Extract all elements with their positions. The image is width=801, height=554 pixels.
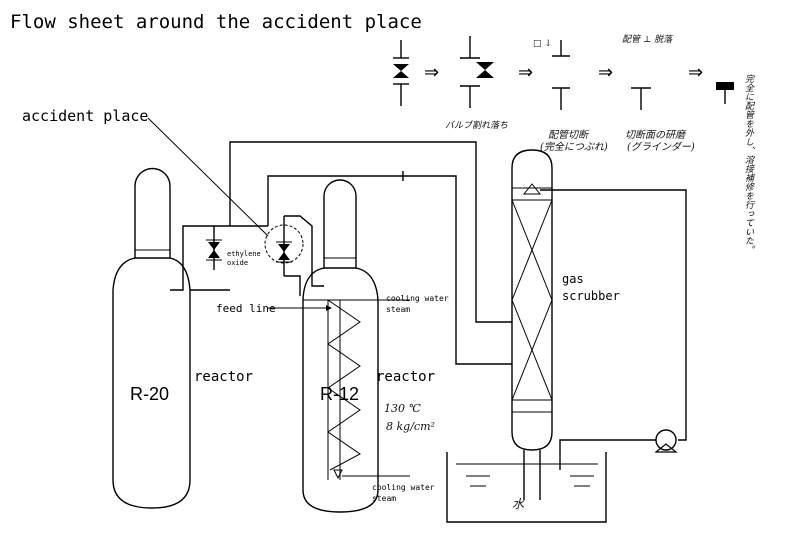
water-tank: 水 [446,452,607,523]
gas-scrubber [511,149,553,451]
valve-step-5 [716,82,734,104]
arrow-2: ⇒ [518,62,533,82]
step4-top: 配管 ⊥ 脱落 [622,34,674,45]
ethylene-oxide-line: ethylene oxide [170,225,268,291]
tank-water-label: 水 [512,497,525,511]
valve-step-3: □ ↓ [533,39,570,110]
valve-step-2 [460,36,494,108]
reactor-r12: R-12 [302,179,379,513]
step3-caption-2: (完全につぶれ) [540,141,608,153]
reactor-right-label: reactor [376,369,435,385]
valve-step-1 [393,40,409,106]
gas-scrubber-label-2: scrubber [562,289,620,303]
pump-suction-line [559,439,656,470]
cooling-top-label-1: cooling water [386,294,449,303]
step3-top: □ ↓ [533,39,552,49]
cooling-bottom-label-1: cooling water [372,483,435,492]
pressure-label: 8 kg/cm² [386,420,435,433]
ethylene-oxide-label-2: oxide [227,259,248,267]
feed-line-label: feed line [216,302,276,315]
vessel-r20-label: R-20 [130,384,169,404]
cooling-top-label-2: steam [386,305,410,314]
accident-leader-line [147,117,269,237]
step4-caption-2: (グラインダー) [627,141,695,153]
accident-valve [264,175,450,296]
cooling-bottom-label-2: steam [372,494,396,503]
valve-sequence: ⇒ バルブ割れ落ち ⇒ □ ↓ 配管切断 (完全につぶれ) ⇒ 配管 ⊥ 脱落 [393,34,754,254]
vent-line-2 [450,175,512,365]
arrow-1: ⇒ [424,62,439,82]
ethylene-oxide-label-1: ethylene [227,250,261,258]
spray-nozzle-icon [522,183,542,195]
pump-icon [655,429,677,451]
arrow-3: ⇒ [598,62,613,82]
valve-icon [208,242,220,250]
reactor-left-label: reactor [194,369,253,385]
accident-circle [264,224,304,264]
step5-note: 完全に配管を外し、溶接補修を行っていた。 [743,74,754,254]
step4-caption-1: 切断面の研磨 [625,129,687,141]
page-title: Flow sheet around the accident place [10,11,422,33]
recirculation-line [540,189,687,441]
gas-scrubber-label-1: gas [562,272,584,286]
valve-step-4: 配管 ⊥ 脱落 [622,34,674,110]
vent-line-1 [229,141,512,323]
accident-place-label: accident place [22,107,148,125]
welded-flange-icon [716,82,734,90]
step3-caption-1: 配管切断 [548,129,590,141]
arrow-4: ⇒ [688,62,703,82]
step2-caption: バルブ割れ落ち [445,120,508,131]
valve-symbol [393,64,409,71]
valve-icon [278,244,290,252]
vessel-r12-label: R-12 [320,384,359,404]
temperature-label: 130 ℃ [384,402,421,415]
reactor-r20: R-20 [112,167,191,509]
